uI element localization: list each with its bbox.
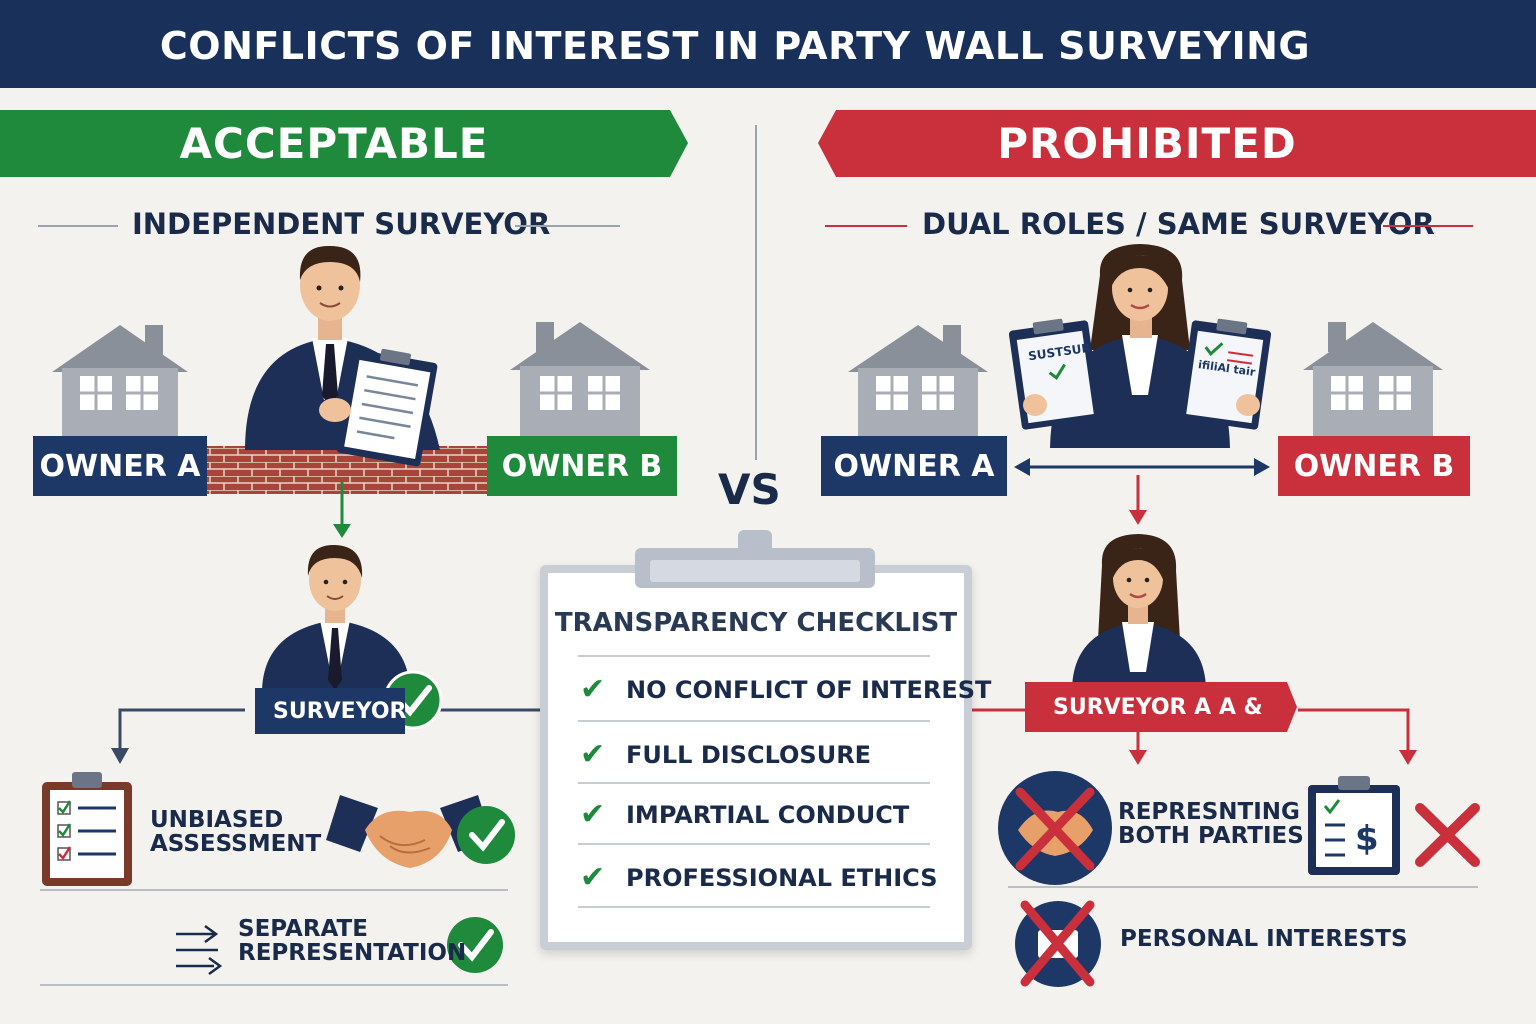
checklist-item: ✔ NO CONFLICT OF INTEREST <box>580 672 991 707</box>
checklist-rule-3 <box>578 843 930 845</box>
house-icon-right-b <box>1303 322 1443 436</box>
checklist-title: TRANSPARENCY CHECKLIST <box>554 608 958 638</box>
no-personal-interest-icon <box>1015 900 1101 987</box>
checklist-rule-0 <box>578 655 930 657</box>
representing-line-2: BOTH PARTIES <box>1118 823 1304 850</box>
clipboard-check-icon <box>42 772 132 886</box>
checklist-clip-tab <box>738 530 772 550</box>
no-handshake-icon <box>998 771 1112 885</box>
owner-b-label-left: OWNER B <box>501 448 663 484</box>
check-icon: ✔ <box>580 797 606 832</box>
clipboard-dollar-icon: $ <box>1308 776 1400 875</box>
owner-a-box-right: OWNER A <box>821 436 1007 496</box>
acceptable-banner: ACCEPTABLE <box>0 110 688 177</box>
connector-left <box>118 708 245 752</box>
surveyor-label-box: SURVEYOR <box>255 688 407 734</box>
checklist-item-label: IMPARTIAL CONDUCT <box>626 800 910 829</box>
check-icon: ✔ <box>580 672 606 707</box>
acceptable-banner-label: ACCEPTABLE <box>179 119 489 168</box>
checklist-item-label: PROFESSIONAL ETHICS <box>626 863 938 892</box>
prohibited-banner-label: PROHIBITED <box>997 119 1297 168</box>
separate-line-2: REPRESENTATION <box>238 940 467 967</box>
header-bar <box>0 0 1536 88</box>
personal-interests-label: PERSONAL INTERESTS <box>1120 926 1408 952</box>
surveyor-woman-bottom <box>1072 534 1206 688</box>
checklist-item-label: FULL DISCLOSURE <box>626 740 872 769</box>
house-icon-left-b <box>510 322 650 436</box>
checklist-rule-1 <box>578 720 930 722</box>
representing-line-1: REPRESNTING <box>1118 799 1300 825</box>
unbiased-assessment-label: UNBIASED ASSESSMENT <box>150 808 321 856</box>
acceptable-subtitle: INDEPENDENT SURVEYOR <box>132 207 551 241</box>
vs-label: VS <box>718 465 781 514</box>
checklist-rule-2 <box>578 782 930 784</box>
unbiased-line-2: ASSESSMENT <box>150 831 322 858</box>
surveyor-dual-label-box: SURVEYOR A A & <box>1025 682 1297 732</box>
split-arrows-icon <box>176 924 223 976</box>
center-divider <box>755 125 757 460</box>
acceptable-subtitle-rule-left <box>38 225 118 227</box>
handshake-check-badge <box>457 806 515 864</box>
prohibited-subtitle-rule-left <box>825 225 907 227</box>
checklist-item: ✔ PROFESSIONAL ETHICS <box>580 860 938 895</box>
checklist-clip-inner <box>650 560 860 582</box>
cross-icon <box>1415 803 1480 867</box>
page-title: CONFLICTS OF INTEREST IN PARTY WALL SURV… <box>159 24 1311 68</box>
owner-b-box-right: OWNER B <box>1278 436 1470 496</box>
checklist-item-label: NO CONFLICT OF INTEREST <box>626 675 992 704</box>
unbiased-line-1: UNBIASED <box>150 807 284 833</box>
separate-line-1: SEPARATE <box>238 916 368 942</box>
prohibited-subtitle-rule-right <box>1383 225 1473 227</box>
transparency-checklist-board <box>540 565 972 950</box>
house-icon-left-a <box>52 325 188 436</box>
owner-b-box-left: OWNER B <box>487 436 677 496</box>
acceptable-subtitle-rule-right <box>515 225 620 227</box>
surveyor-man-bottom <box>262 544 410 690</box>
svg-text:$: $ <box>1355 819 1379 859</box>
surveyor-man-top <box>245 245 440 467</box>
owner-a-label-left: OWNER A <box>39 448 201 484</box>
surveyor-dual-label: SURVEYOR A A & <box>1053 694 1263 720</box>
owner-a-box-left: OWNER A <box>33 436 207 496</box>
checklist-item: ✔ IMPARTIAL CONDUCT <box>580 797 909 832</box>
checklist-item: ✔ FULL DISCLOSURE <box>580 737 871 772</box>
surveyor-woman-top <box>1008 244 1272 448</box>
representing-both-label: REPRESNTING BOTH PARTIES <box>1118 800 1304 848</box>
surveyor-label: SURVEYOR <box>273 698 407 724</box>
checklist-rule-4 <box>578 906 930 908</box>
separate-check-badge <box>447 917 503 973</box>
prohibited-banner: PROHIBITED <box>818 110 1536 177</box>
prohibited-subtitle: DUAL ROLES / SAME SURVEYOR <box>922 207 1435 241</box>
check-icon: ✔ <box>580 737 606 772</box>
check-icon: ✔ <box>580 860 606 895</box>
owner-b-label-right: OWNER B <box>1293 448 1455 484</box>
house-icon-right-a <box>848 325 988 436</box>
connector-right <box>1298 708 1410 752</box>
separate-representation-label: SEPARATE REPRESENTATION <box>238 917 466 965</box>
owner-a-label-right: OWNER A <box>833 448 995 484</box>
